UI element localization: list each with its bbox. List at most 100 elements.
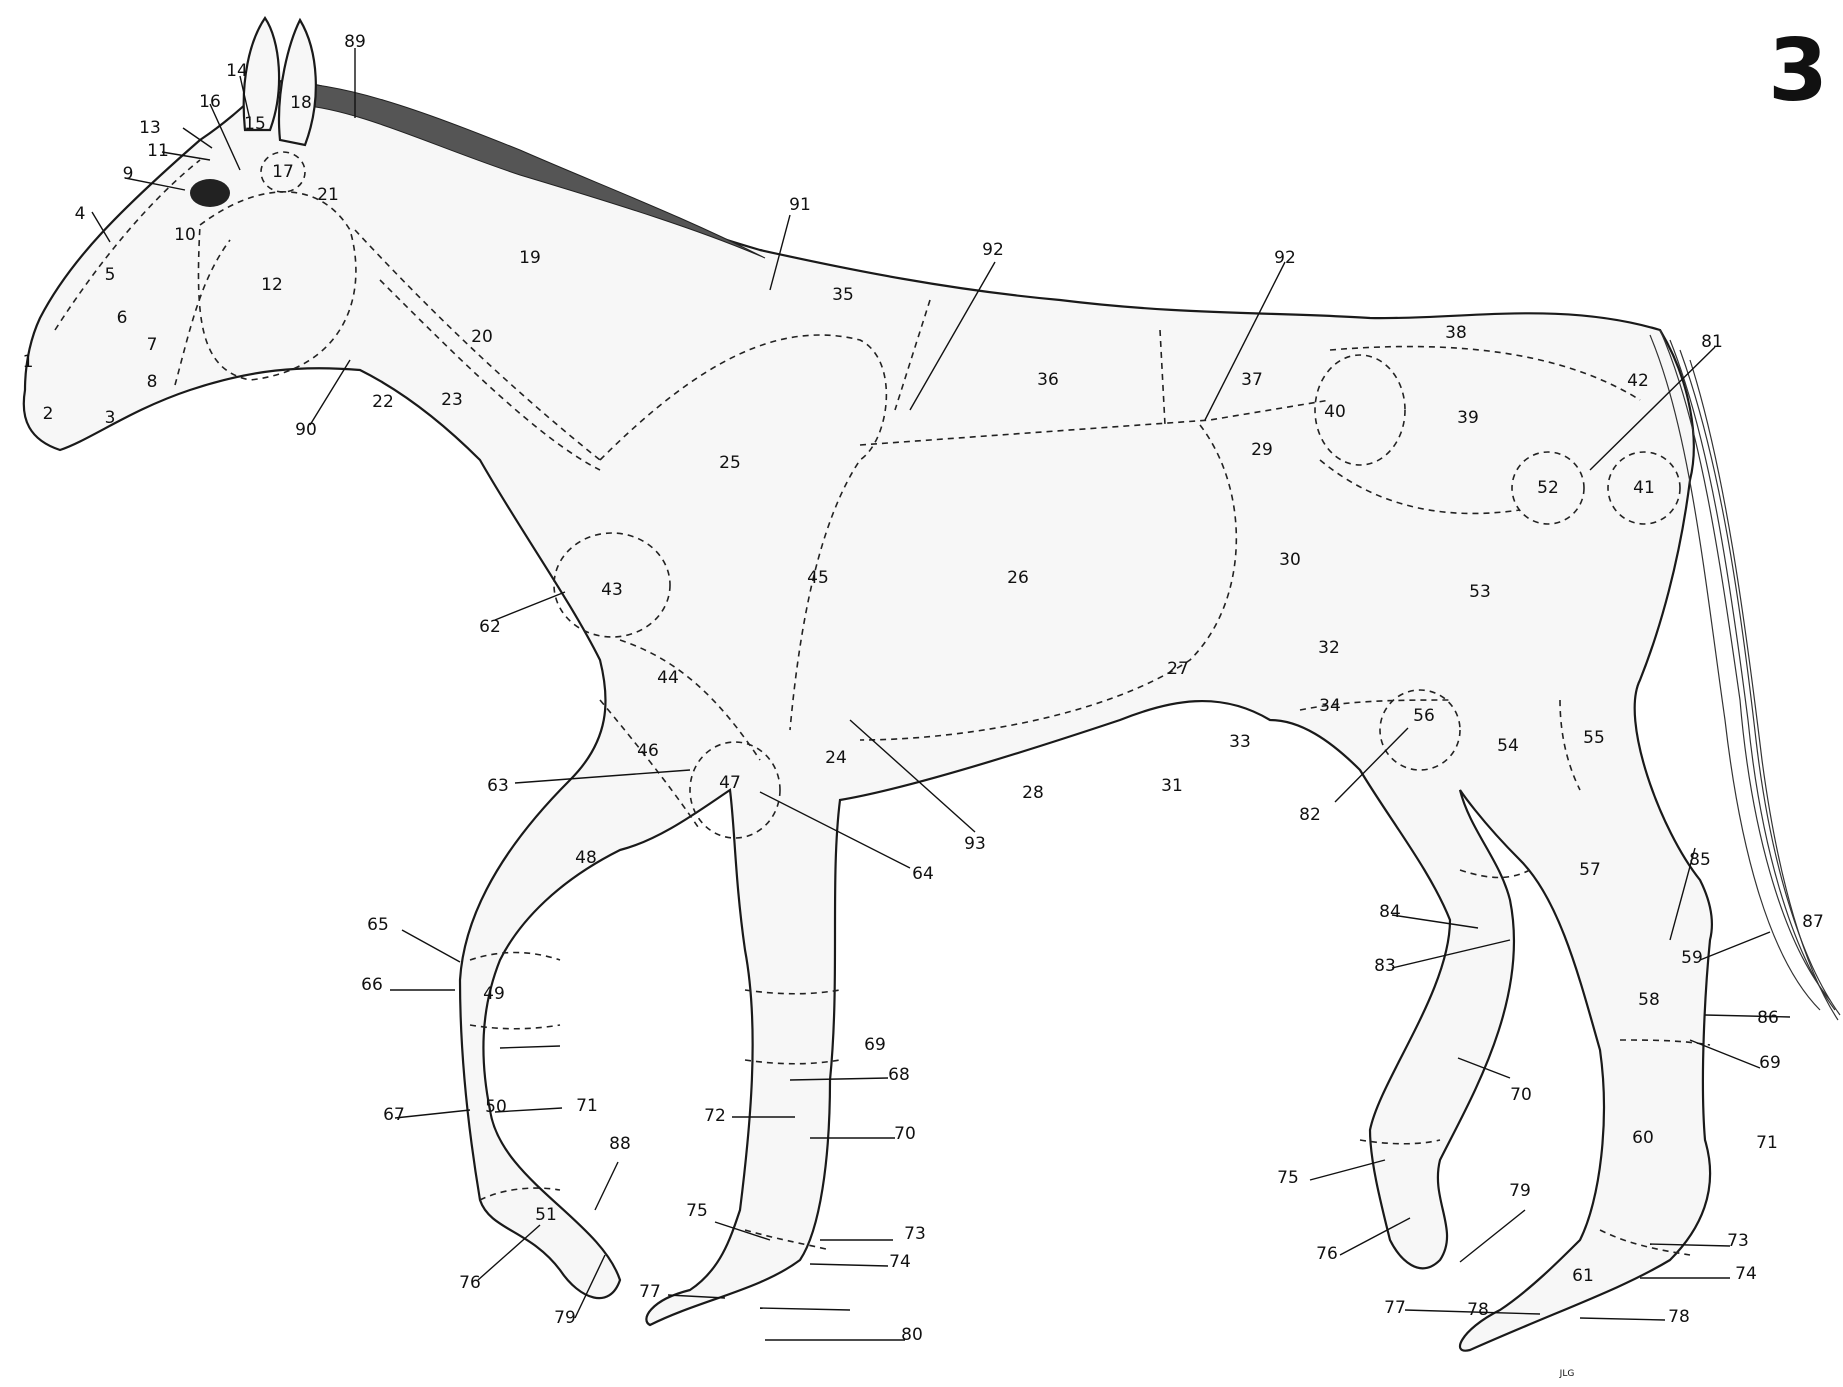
region-label-1: 1: [23, 352, 34, 372]
region-label-41: 41: [1633, 478, 1655, 498]
region-label-92: 92: [1274, 248, 1296, 268]
region-label-34: 34: [1319, 696, 1341, 716]
region-label-39: 39: [1457, 408, 1479, 428]
region-label-84: 84: [1379, 902, 1401, 922]
region-label-38: 38: [1445, 323, 1467, 343]
region-label-82: 82: [1299, 805, 1321, 825]
region-label-68: 68: [888, 1065, 910, 1085]
region-label-80: 80: [901, 1325, 923, 1345]
region-label-63: 63: [487, 776, 509, 796]
region-label-4: 4: [75, 204, 86, 224]
region-label-74: 74: [1735, 1264, 1757, 1284]
region-label-72: 72: [704, 1106, 726, 1126]
region-label-50: 50: [485, 1097, 507, 1117]
region-label-7: 7: [147, 335, 158, 355]
region-label-75: 75: [1277, 1168, 1299, 1188]
region-label-18: 18: [290, 93, 312, 113]
region-label-66: 66: [361, 975, 383, 995]
region-label-77: 77: [1384, 1298, 1406, 1318]
region-label-37: 37: [1241, 370, 1263, 390]
region-label-20: 20: [471, 327, 493, 347]
region-label-21: 21: [317, 185, 339, 205]
figure-number: 3: [1768, 21, 1828, 121]
region-label-12: 12: [261, 275, 283, 295]
region-label-5: 5: [105, 265, 116, 285]
region-label-26: 26: [1007, 568, 1029, 588]
region-label-65: 65: [367, 915, 389, 935]
region-label-78: 78: [1668, 1307, 1690, 1327]
region-label-2: 2: [43, 404, 54, 424]
region-label-81: 81: [1701, 332, 1723, 352]
region-label-91: 91: [789, 195, 811, 215]
region-label-36: 36: [1037, 370, 1059, 390]
region-label-8: 8: [147, 372, 158, 392]
region-label-76: 76: [1316, 1244, 1338, 1264]
region-label-6: 6: [117, 308, 128, 328]
region-label-17: 17: [272, 162, 294, 182]
region-label-9: 9: [123, 164, 134, 184]
region-label-56: 56: [1413, 706, 1435, 726]
region-label-42: 42: [1627, 371, 1649, 391]
region-label-60: 60: [1632, 1128, 1654, 1148]
artist-signature: JLG: [1559, 1369, 1575, 1379]
region-label-45: 45: [807, 568, 829, 588]
region-label-44: 44: [657, 668, 679, 688]
region-label-73: 73: [1727, 1231, 1749, 1251]
region-label-71: 71: [1756, 1133, 1778, 1153]
region-label-40: 40: [1324, 402, 1346, 422]
region-label-46: 46: [637, 741, 659, 761]
region-label-90: 90: [295, 420, 317, 440]
region-label-24: 24: [825, 748, 847, 768]
region-label-92: 92: [982, 240, 1004, 260]
region-label-28: 28: [1022, 783, 1044, 803]
region-label-57: 57: [1579, 860, 1601, 880]
region-label-14: 14: [226, 61, 248, 81]
region-label-73: 73: [904, 1224, 926, 1244]
region-label-3: 3: [105, 408, 116, 428]
region-label-32: 32: [1318, 638, 1340, 658]
region-label-54: 54: [1497, 736, 1519, 756]
region-label-52: 52: [1537, 478, 1559, 498]
region-label-76: 76: [459, 1273, 481, 1293]
region-label-89: 89: [344, 32, 366, 52]
region-label-22: 22: [372, 392, 394, 412]
region-label-11: 11: [147, 141, 169, 161]
region-label-43: 43: [601, 580, 623, 600]
region-label-23: 23: [441, 390, 463, 410]
region-label-49: 49: [483, 984, 505, 1004]
region-label-15: 15: [244, 114, 266, 134]
region-label-58: 58: [1638, 990, 1660, 1010]
region-label-48: 48: [575, 848, 597, 868]
ear-right: [279, 20, 316, 145]
region-label-87: 87: [1802, 912, 1824, 932]
region-label-25: 25: [719, 453, 741, 473]
region-label-79: 79: [1509, 1181, 1531, 1201]
region-label-88: 88: [609, 1134, 631, 1154]
region-label-83: 83: [1374, 956, 1396, 976]
region-label-61: 61: [1572, 1266, 1594, 1286]
region-label-53: 53: [1469, 582, 1491, 602]
region-label-86: 86: [1757, 1008, 1779, 1028]
region-label-27: 27: [1167, 659, 1189, 679]
region-label-13: 13: [139, 118, 161, 138]
region-label-85: 85: [1689, 850, 1711, 870]
region-label-70: 70: [894, 1124, 916, 1144]
region-label-35: 35: [832, 285, 854, 305]
region-label-47: 47: [719, 773, 741, 793]
region-label-69: 69: [1759, 1053, 1781, 1073]
region-label-78: 78: [1467, 1300, 1489, 1320]
region-label-29: 29: [1251, 440, 1273, 460]
region-label-16: 16: [199, 92, 221, 112]
region-label-69: 69: [864, 1035, 886, 1055]
region-label-67: 67: [383, 1105, 405, 1125]
region-label-30: 30: [1279, 550, 1301, 570]
horse-body-outline: [24, 81, 1712, 1351]
region-label-75: 75: [686, 1201, 708, 1221]
region-label-19: 19: [519, 248, 541, 268]
region-label-74: 74: [889, 1252, 911, 1272]
region-label-10: 10: [174, 225, 196, 245]
region-label-59: 59: [1681, 948, 1703, 968]
region-label-62: 62: [479, 617, 501, 637]
region-label-31: 31: [1161, 776, 1183, 796]
